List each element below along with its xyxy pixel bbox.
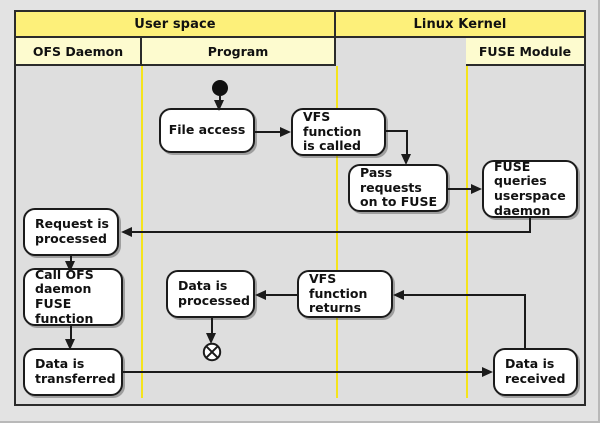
node-pass-req-line1: Pass requests <box>360 164 422 195</box>
node-call-ofs-line1: Call OFS <box>35 266 94 282</box>
lane-header-ofs-daemon-label: OFS Daemon <box>32 43 124 59</box>
edge-data-proc-to-final <box>211 318 213 336</box>
group-header-user-space: User space <box>16 12 336 38</box>
edge-call-ofs-to-data-trans-arrowhead <box>65 339 75 350</box>
node-vfs-function-returns[interactable]: VFS function returns <box>297 270 393 318</box>
node-fuse-query-line1: FUSE queries <box>494 158 547 189</box>
node-pass-req-line2: on to FUSE <box>360 194 437 210</box>
node-req-proc-line2: processed <box>35 231 107 246</box>
node-req-proc-line1: Request is <box>35 216 109 232</box>
edge-file-access-to-vfs-called-arrowhead <box>280 127 291 137</box>
edge-fuse-query-to-req-proc-v <box>529 218 531 233</box>
node-vfs-called-line1: VFS function <box>303 108 362 139</box>
edge-req-proc-to-call-ofs <box>70 256 72 264</box>
edge-vfs-called-to-pass-req-v <box>406 130 408 156</box>
group-header-user-space-label: User space <box>134 16 216 32</box>
edge-vfs-called-to-pass-req-h <box>386 130 408 132</box>
node-fuse-query-line2: userspace <box>494 188 566 203</box>
group-header-linux-kernel: Linux Kernel <box>336 12 584 38</box>
group-header-linux-kernel-label: Linux Kernel <box>413 16 507 32</box>
lane-header-fuse-module: FUSE Module <box>466 38 584 66</box>
edge-pass-req-to-fuse-query <box>448 188 473 190</box>
node-vfs-function-is-called[interactable]: VFS function is called <box>291 108 386 156</box>
edge-data-trans-to-data-recv <box>123 371 485 373</box>
node-data-is-transferred[interactable]: Data is transferred <box>23 348 123 396</box>
node-file-access[interactable]: File access <box>159 108 255 153</box>
edge-fuse-query-to-req-proc-arrowhead <box>121 227 132 237</box>
initial-node <box>212 80 228 96</box>
edge-vfs-called-to-pass-req-arrowhead <box>401 154 411 165</box>
edge-start-to-file-access-arrowhead <box>214 100 224 111</box>
edge-data-proc-to-final-arrowhead <box>206 333 216 344</box>
node-vfs-called-line2: is called <box>303 138 361 154</box>
node-data-recv-line1: Data is <box>505 356 555 372</box>
node-data-proc-line1: Data is <box>178 278 228 294</box>
edge-data-recv-to-vfs-returns-h <box>403 294 526 296</box>
node-data-trans-line2: transferred <box>35 371 116 386</box>
edge-start-to-file-access <box>219 96 221 103</box>
node-data-proc-line2: processed <box>178 293 250 308</box>
edge-req-proc-to-call-ofs-arrowhead <box>65 261 75 272</box>
node-call-ofs-daemon-fuse-function[interactable]: Call OFS daemon FUSE function <box>23 266 123 326</box>
node-request-is-processed[interactable]: Request is processed <box>23 208 119 256</box>
node-data-trans-line1: Data is <box>35 356 85 372</box>
edge-call-ofs-to-data-trans <box>70 326 72 340</box>
node-data-is-processed[interactable]: Data is processed <box>166 270 255 318</box>
edge-data-trans-to-data-recv-arrowhead <box>482 367 493 377</box>
node-data-is-received[interactable]: Data is received <box>493 348 578 396</box>
lane-header-ofs-daemon: OFS Daemon <box>16 38 142 66</box>
edge-file-access-to-vfs-called <box>255 131 282 133</box>
node-data-recv-line2: received <box>505 371 566 386</box>
edge-vfs-returns-to-data-proc-arrowhead <box>255 290 266 300</box>
edge-data-recv-to-vfs-returns-v <box>524 294 526 350</box>
node-call-ofs-line3: function <box>35 310 94 326</box>
final-node <box>202 342 222 362</box>
node-file-access-label: File access <box>168 122 246 138</box>
node-call-ofs-line2: daemon FUSE <box>35 281 92 311</box>
node-fuse-queries-userspace-daemon[interactable]: FUSE queries userspace daemon <box>482 158 578 218</box>
edge-data-recv-to-vfs-returns-arrowhead <box>393 290 404 300</box>
lane-header-fuse-module-label: FUSE Module <box>478 43 572 59</box>
node-fuse-query-line3: daemon <box>494 202 551 218</box>
lane-header-program-label: Program <box>207 43 269 59</box>
node-vfs-returns-line1: VFS function <box>309 270 368 301</box>
edge-fuse-query-to-req-proc-h <box>131 231 531 233</box>
node-pass-requests-on-to-fuse[interactable]: Pass requests on to FUSE <box>348 164 448 212</box>
edge-vfs-returns-to-data-proc <box>265 294 299 296</box>
activity-diagram: User space Linux Kernel OFS Daemon Progr… <box>14 10 586 406</box>
node-vfs-returns-line2: returns <box>309 300 362 316</box>
edge-pass-req-to-fuse-query-arrowhead <box>471 184 482 194</box>
lane-header-kernel-unnamed <box>336 38 466 66</box>
lane-header-program: Program <box>142 38 336 66</box>
